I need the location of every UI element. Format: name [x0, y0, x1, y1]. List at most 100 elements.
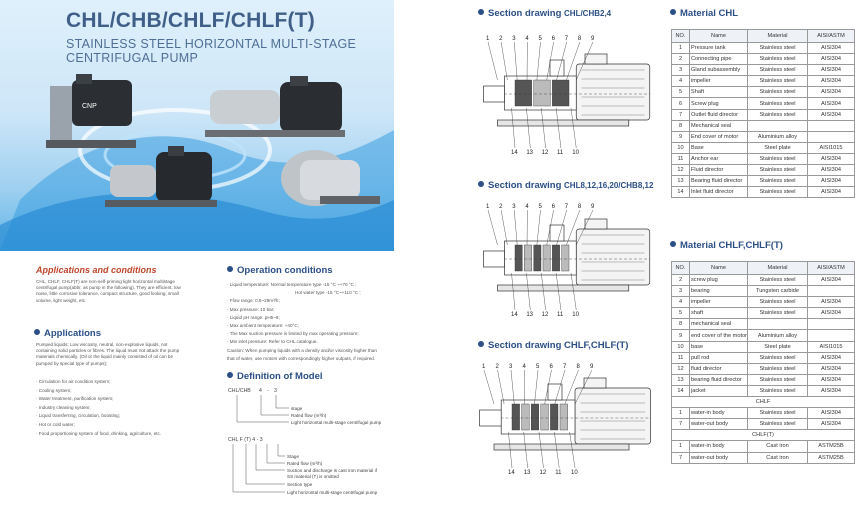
model2-label-material-note: SS material (T) is omitted — [287, 474, 339, 479]
callout-number-12: 12 — [542, 150, 549, 156]
part-name: water-in body — [689, 407, 748, 420]
part-material: Cast iron — [747, 440, 808, 453]
callout-number-4: 4 — [525, 204, 529, 210]
part-name: mechanical seal — [689, 318, 748, 331]
model1-dash: - — [267, 388, 269, 394]
model1-label-flow: Rated flow (m³/h) — [291, 413, 327, 418]
model-definition-diagram: CHL/CHB 4 - 3 stage Rated flow (m³/h) Li… — [228, 388, 382, 495]
part-name: water-in body — [689, 440, 748, 453]
callout-number-9: 9 — [590, 364, 594, 370]
callout-number-4: 4 — [525, 36, 529, 42]
model2-label-material: Suction and discharge is cast iron mater… — [287, 468, 378, 473]
drawing-3-heading: Section drawing CHLF,CHLF(T) — [478, 340, 628, 351]
row-number: 6 — [671, 97, 690, 110]
row-number: 12 — [671, 362, 690, 375]
callout-number-4: 4 — [523, 364, 527, 370]
column-header: AISI/ASTM — [807, 261, 855, 275]
part-material — [747, 318, 808, 331]
callout-number-3: 3 — [512, 36, 516, 42]
aisi-astm-code: AISI304 — [807, 75, 855, 88]
aisi-astm-code: AISI304 — [807, 97, 855, 110]
model1-label-type: Light horizontal multi-stage centrifugal… — [291, 420, 382, 425]
part-material: Tungsten carbide — [747, 285, 808, 298]
callout-number-1: 1 — [482, 364, 486, 370]
part-name: Inlet fluid director — [689, 186, 748, 199]
drawing-1-heading: Section drawing CHL/CHB2,4 — [478, 8, 611, 19]
callout-number-11: 11 — [557, 150, 564, 156]
group-label: CHLF — [671, 396, 855, 409]
callout-number-3: 3 — [512, 204, 516, 210]
callout-number-11: 11 — [555, 470, 562, 476]
part-name: Connecting pipe — [689, 53, 748, 66]
row-number: 14 — [671, 186, 690, 199]
row-number: 5 — [671, 307, 690, 320]
part-name: screw plug — [689, 273, 748, 287]
part-material: Stainless steel — [747, 362, 808, 375]
aisi-astm-code: AISI304 — [807, 418, 855, 431]
aisi-astm-code: AISI304 — [807, 296, 855, 309]
aisi-astm-code: AISI304 — [807, 351, 855, 364]
callout-number-12: 12 — [542, 312, 549, 318]
callout-number-9: 9 — [591, 36, 595, 42]
pump-brand-label: CNP — [82, 103, 97, 110]
list-item: · Water treatment, purification system; — [36, 396, 114, 402]
row-number: 7 — [671, 418, 690, 431]
aisi-astm-code: AISI1015 — [807, 141, 855, 154]
part-name: Gland subassembly — [689, 64, 748, 77]
column-header: NO. — [671, 261, 690, 275]
callout-number-1: 1 — [486, 204, 490, 210]
part-material: Aluminium alloy — [747, 130, 808, 143]
bullet-icon — [227, 266, 233, 272]
callout-number-14: 14 — [511, 150, 518, 156]
callout-number-7: 7 — [565, 204, 569, 210]
table-header-row: NO. Name Material AISI/ASTM — [671, 261, 855, 275]
model2-label-flow: Rated flow (m³/h) — [287, 461, 323, 466]
product-title: CHL/CHB/CHLF/CHLF(T) — [66, 9, 315, 32]
part-name: jacket — [689, 384, 748, 398]
table-group-row: CHLF — [671, 396, 855, 409]
material-chlf-heading: Material CHLF,CHLF(T) — [670, 240, 783, 251]
applications-heading: Applications — [34, 328, 101, 339]
model2-label-stage: Stage — [287, 454, 299, 459]
model1-num2: 3 — [274, 388, 277, 394]
part-material: Aluminium alloy — [747, 329, 808, 342]
bullet-icon — [478, 181, 484, 187]
callout-number-10: 10 — [572, 312, 579, 318]
aisi-astm-code: AISI304 — [807, 186, 855, 199]
part-material: Stainless steel — [747, 186, 808, 199]
row-number: 1 — [671, 440, 690, 453]
list-item: · Hot or cold water; — [36, 421, 75, 427]
aisi-astm-code: AISI304 — [807, 384, 855, 398]
part-material — [747, 119, 808, 132]
aisi-astm-code: ASTM25B — [807, 440, 855, 453]
list-item: · Food proportioning system of food, dri… — [36, 430, 162, 436]
part-name: impeller — [689, 75, 748, 88]
aisi-astm-code — [807, 130, 855, 143]
row-number: 5 — [671, 86, 690, 99]
part-name: end cover of the motor — [689, 329, 748, 342]
aisi-astm-code: AISI304 — [807, 307, 855, 320]
bullet-icon — [478, 341, 484, 347]
row-number: 11 — [671, 351, 690, 364]
row-number: 13 — [671, 373, 690, 386]
row-number: 4 — [671, 296, 690, 309]
row-number: 3 — [671, 64, 690, 77]
row-number: 11 — [671, 152, 690, 166]
aisi-astm-code: AISI304 — [807, 362, 855, 375]
part-name: Mechanical seal — [689, 119, 748, 132]
table-header-row: NO. Name Material AISI/ASTM — [671, 29, 855, 43]
hero-illustration: CNP — [0, 74, 394, 251]
row-number: 12 — [671, 164, 690, 177]
row-number: 2 — [671, 273, 690, 287]
